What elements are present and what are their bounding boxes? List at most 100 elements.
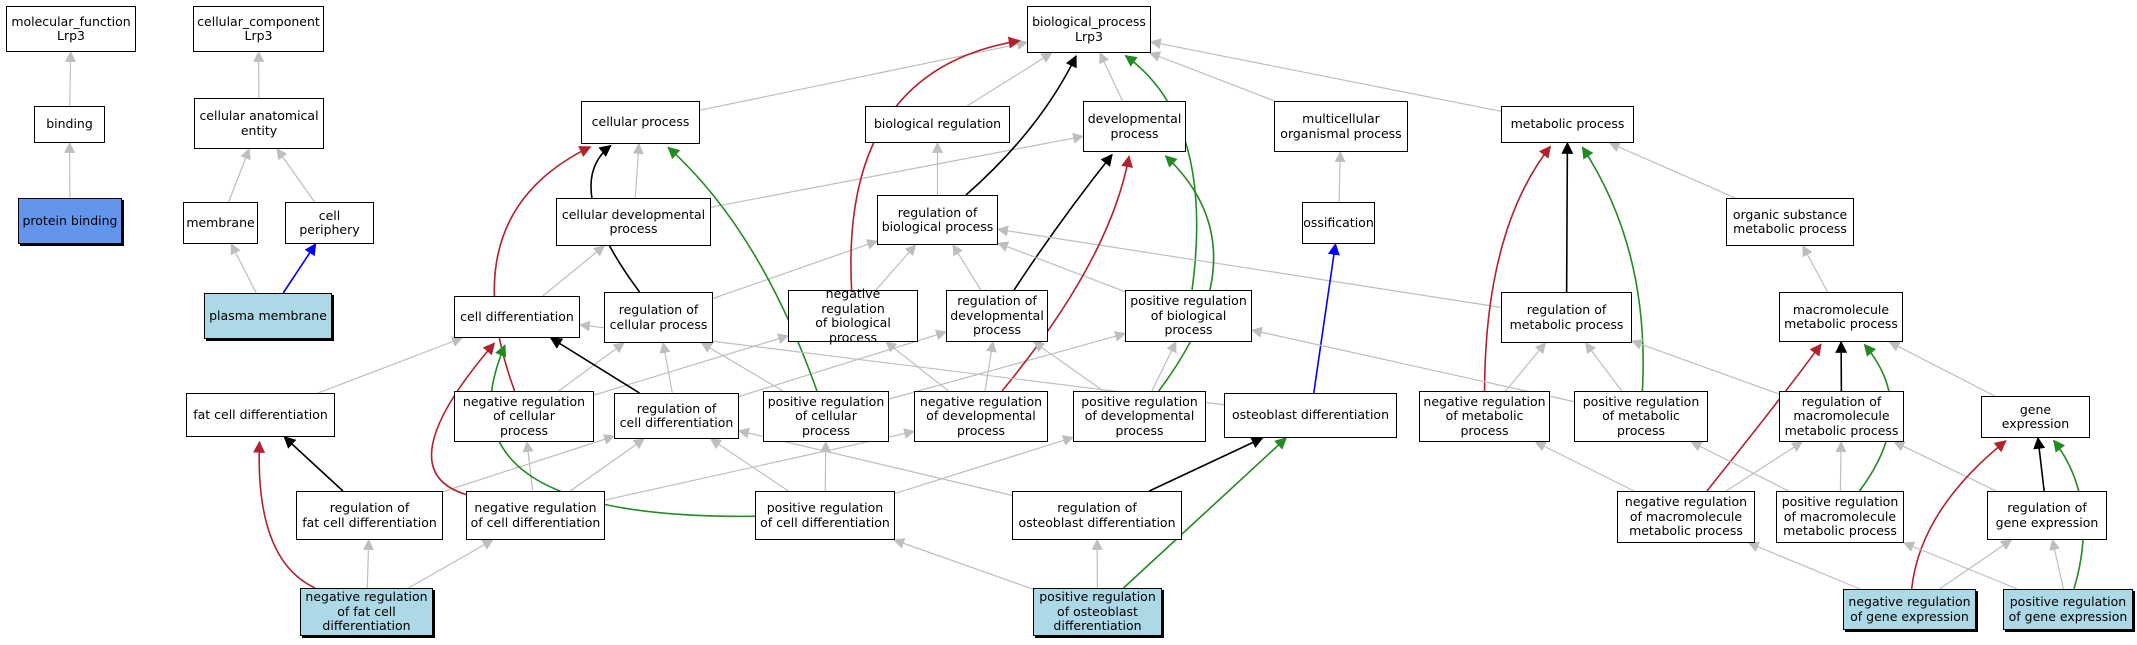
edge-fcd-is-a-celldiff xyxy=(317,336,464,394)
term-node-mf[interactable]: molecular_function Lrp3 xyxy=(6,6,136,52)
term-node-nrcd[interactable]: negative regulation of cell differentiat… xyxy=(466,491,605,540)
edge-nrbp-negatively-regulates-bp xyxy=(850,36,1021,291)
edge-prcp-is-a-prbp xyxy=(888,330,1127,400)
edge-metp-is-a-bp xyxy=(1149,38,1502,112)
term-node-osmp[interactable]: organic substance metabolic process xyxy=(1726,198,1854,246)
edge-nrmmp-is-a-rmmp xyxy=(1725,441,1803,492)
edge-binding-is-a-mf xyxy=(64,50,76,107)
term-node-rbp[interactable]: regulation of biological process xyxy=(877,195,998,245)
term-node-cc[interactable]: cellular_component Lrp3 xyxy=(193,6,324,52)
term-node-membrane[interactable]: membrane xyxy=(183,202,258,244)
edge-cp-is-a-bp xyxy=(699,38,1029,111)
edge-nrdp-is-a-rdp xyxy=(984,340,997,392)
edge-prcd-is-a-rcd xyxy=(709,438,789,492)
edge-prmp-is-a-prbp xyxy=(1250,326,1575,403)
term-node-prcp[interactable]: positive regulation of cellular process xyxy=(763,391,889,442)
term-node-nrdp[interactable]: negative regulation of developmental pro… xyxy=(914,391,1048,442)
edge-rmp-regulates-metp xyxy=(1561,141,1574,293)
term-node-nrcp[interactable]: negative regulation of cellular process xyxy=(454,391,594,442)
term-node-ge[interactable]: gene expression xyxy=(1981,396,2090,438)
term-node-devp[interactable]: developmental process xyxy=(1083,101,1186,152)
term-node-prmp[interactable]: positive regulation of metabolic process xyxy=(1574,391,1708,442)
edge-ge-is-a-mmp xyxy=(1888,341,1995,397)
edge-obd-part-of-ossif xyxy=(1312,242,1340,394)
edge-nrdp-negatively-regulates-devp xyxy=(1001,155,1133,392)
edge-ossif-is-a-mop xyxy=(1334,150,1346,203)
term-node-rmmp[interactable]: regulation of macromolecule metabolic pr… xyxy=(1779,391,1904,442)
edge-prod-is-a-prcd xyxy=(893,538,1034,590)
term-node-nrfcd[interactable]: negative regulation of fat cell differen… xyxy=(300,588,433,636)
term-node-rcp[interactable]: regulation of cellular process xyxy=(604,292,713,343)
edge-devp-is-a-bp xyxy=(1099,52,1124,102)
term-node-mmp[interactable]: macromolecule metabolic process xyxy=(1779,292,1903,342)
term-node-obd[interactable]: osteoblast differentiation xyxy=(1224,393,1397,438)
edge-osmp-is-a-metp xyxy=(1608,141,1736,199)
term-node-binding[interactable]: binding xyxy=(34,106,105,143)
edge-nrcd-is-a-nrcp xyxy=(522,440,534,492)
edge-prge-is-a-prmmp xyxy=(1902,541,2018,590)
term-node-prod[interactable]: positive regulation of osteoblast differ… xyxy=(1033,588,1162,636)
edge-nrge-is-a-nrmmp xyxy=(1747,541,1861,590)
term-node-celldiff[interactable]: cell differentiation xyxy=(454,296,580,338)
term-node-rod[interactable]: regulation of osteoblast differentiation xyxy=(1012,491,1182,540)
term-node-rge[interactable]: regulation of gene expression xyxy=(1987,491,2107,540)
edge-prmp-positively-regulates-metp xyxy=(1581,146,1644,392)
term-node-ossif[interactable]: ossification xyxy=(1302,202,1375,244)
term-node-rcd[interactable]: regulation of cell differentiation xyxy=(614,393,739,439)
edge-prod-positively-regulates-obd xyxy=(1122,437,1287,589)
term-node-prge[interactable]: positive regulation of gene expression xyxy=(2003,589,2133,630)
edge-pm-part-of-cperiph xyxy=(282,242,317,294)
edge-rmp-is-a-rbp xyxy=(996,225,1502,308)
term-node-prbp[interactable]: positive regulation of biological proces… xyxy=(1125,290,1252,342)
edge-nrcd-is-a-nrdp xyxy=(604,428,916,501)
edge-rbp-regulates-bp xyxy=(965,55,1077,196)
edge-rge-is-a-rmmp xyxy=(1893,441,1997,492)
edge-mop-is-a-bp xyxy=(1149,51,1275,102)
term-node-cae[interactable]: cellular anatomical entity xyxy=(194,98,324,149)
term-node-nrbp[interactable]: negative regulation of biological proces… xyxy=(788,286,918,344)
term-node-mop[interactable]: multicellular organismal process xyxy=(1274,101,1408,152)
term-node-cperiph[interactable]: cell periphery xyxy=(285,202,374,244)
edge-cdp-is-a-cp xyxy=(632,142,644,199)
edge-nrcp-is-a-nrbp xyxy=(593,333,790,396)
term-node-prcd[interactable]: positive regulation of cell differentiat… xyxy=(755,491,895,540)
term-node-nrmp[interactable]: negative regulation of metabolic process xyxy=(1419,391,1550,442)
edge-prcp-positively-regulates-cp xyxy=(667,146,818,392)
edge-layer xyxy=(64,36,2085,590)
term-node-pb[interactable]: protein binding xyxy=(18,198,122,244)
edge-nrfcd-is-a-nrcd xyxy=(408,539,494,589)
term-node-prdp[interactable]: positive regulation of developmental pro… xyxy=(1073,391,1206,442)
edge-nrmmp-negatively-regulates-mmp xyxy=(1706,343,1822,492)
edge-cdp-is-a-devp xyxy=(710,132,1085,208)
term-node-cp[interactable]: cellular process xyxy=(581,101,700,144)
term-node-prmmp[interactable]: positive regulation of macromolecule met… xyxy=(1776,491,1904,543)
term-node-fcd[interactable]: fat cell differentiation xyxy=(186,393,335,437)
edge-nrcd-negatively-regulates-celldiff xyxy=(430,342,496,496)
edge-nrfcd-is-a-rfcd xyxy=(362,538,374,589)
edge-nrmp-negatively-regulates-metp xyxy=(1483,145,1552,392)
edge-nrmmp-is-a-nrmp xyxy=(1534,441,1635,492)
edge-rfcd-is-a-rcd xyxy=(442,434,616,493)
edge-breg-is-a-bp xyxy=(966,52,1053,107)
term-node-pm[interactable]: plasma membrane xyxy=(204,293,332,339)
term-node-bp[interactable]: biological_process Lrp3 xyxy=(1027,6,1151,53)
edge-prcd-positively-regulates-celldiff xyxy=(490,344,756,518)
term-node-nrmmp[interactable]: negative regulation of macromolecule met… xyxy=(1617,491,1755,543)
edge-nrfcd-negatively-regulates-fcd xyxy=(253,440,316,589)
term-node-nrge[interactable]: negative regulation of gene expression xyxy=(1843,589,1976,630)
edge-rcp-is-a-rbp xyxy=(712,239,879,300)
term-node-rdp[interactable]: regulation of developmental process xyxy=(946,290,1048,342)
term-node-rmp[interactable]: regulation of metabolic process xyxy=(1501,292,1632,343)
term-node-breg[interactable]: biological regulation xyxy=(865,106,1010,143)
edge-cperiph-is-a-cae xyxy=(276,148,316,203)
edge-prbp-positively-regulates-bp xyxy=(1124,54,1198,291)
term-node-metp[interactable]: metabolic process xyxy=(1501,106,1634,143)
edge-prdp-is-a-prbp xyxy=(1151,341,1177,392)
term-node-rfcd[interactable]: regulation of fat cell differentiation xyxy=(296,491,443,540)
edge-rdp-is-a-rbp xyxy=(952,244,982,291)
term-node-cdp[interactable]: cellular developmental process xyxy=(556,198,711,246)
edge-rfcd-regulates-fcd xyxy=(283,436,344,492)
edge-rcd-regulates-celldiff xyxy=(549,337,640,394)
edge-prge-is-a-rge xyxy=(2049,538,2065,590)
edge-rdp-regulates-devp xyxy=(1013,153,1113,291)
